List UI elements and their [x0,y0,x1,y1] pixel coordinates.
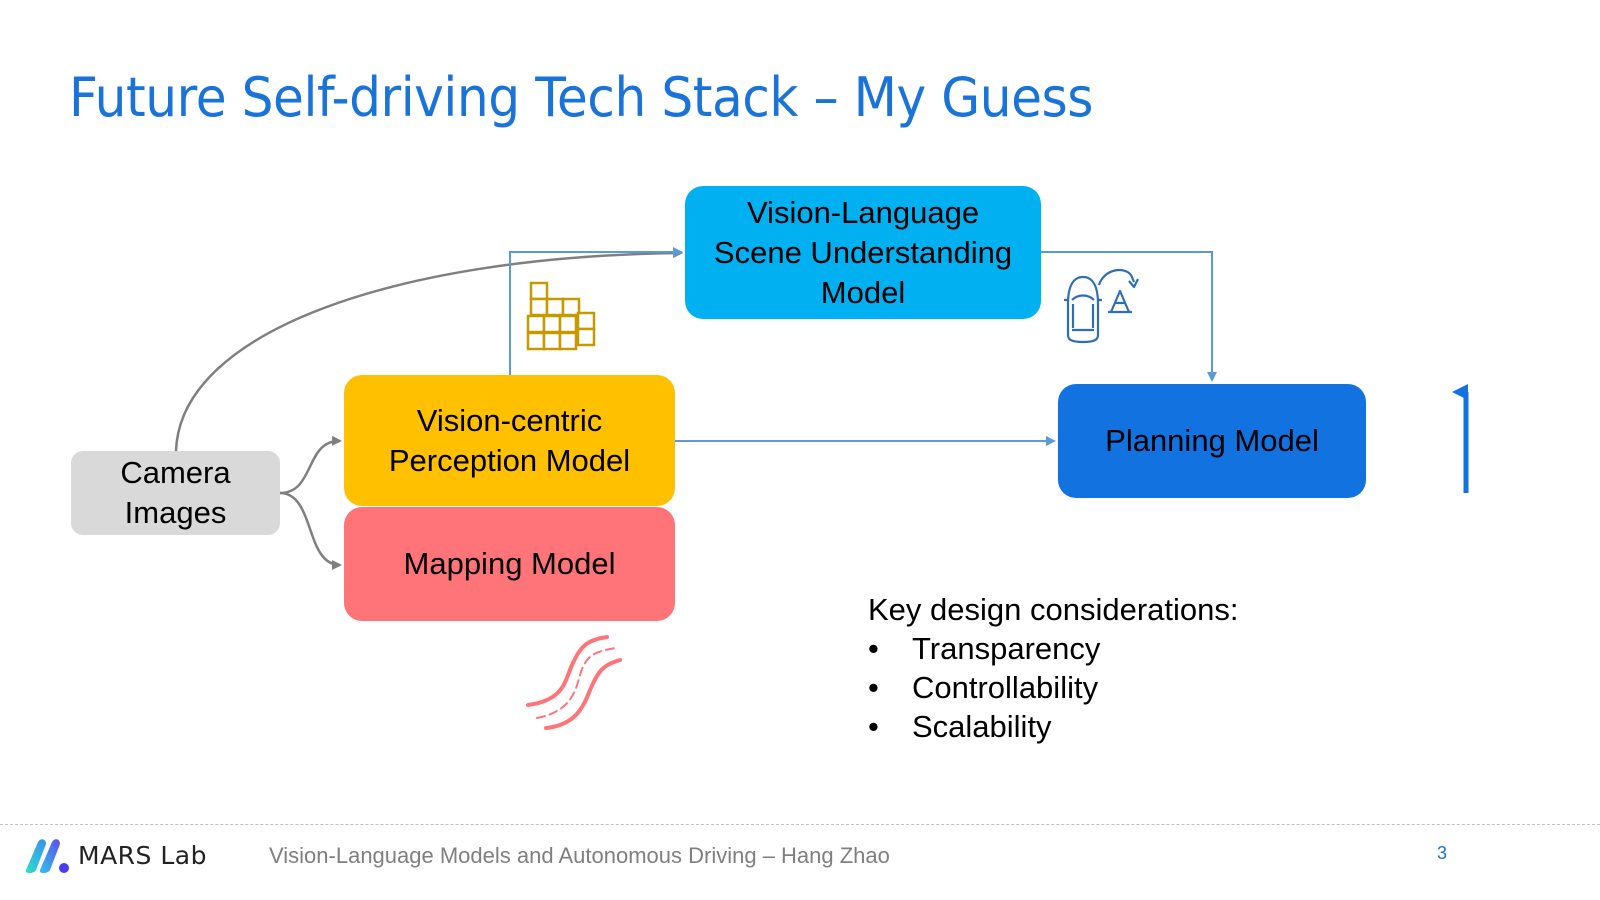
planning-model-node: Planning Model [1058,384,1366,498]
camera-images-label: Camera Images [120,455,231,530]
perception-model-label: Vision-centric Perception Model [388,402,631,478]
car-maneuver-cone-icon [1064,268,1139,344]
perception-model-node: Vision-centric Perception Model [344,375,675,506]
planning-model-label: Planning Model [1105,423,1319,458]
edge-camera-mapping [279,491,342,570]
considerations-heading: Key design considerations: [868,592,1239,627]
bullet-icon: • [868,670,879,705]
page-number: 3 [1437,843,1448,863]
bullet-icon: • [868,631,879,666]
design-considerations: Key design considerations: • Transparency… [868,590,1239,746]
edge-camera-perception [279,435,342,495]
edge-perception-vlm [509,247,683,375]
list-item: • Scalability [868,707,1239,746]
brand-name: MARS Lab [78,840,207,870]
vlm-scene-understanding-node: Vision-Language Scene Understanding Mode… [685,186,1041,319]
occupancy-cubes-icon [526,281,596,351]
vlm-scene-understanding-label: Vision-Language Scene Understanding Mode… [713,194,1013,310]
mars-lab-logo: MARS Lab [24,836,207,874]
list-item: • Transparency [868,629,1239,668]
consideration-text: Controllability [912,670,1099,705]
edge-camera-vlm [174,248,683,452]
consideration-text: Scalability [912,709,1052,744]
consideration-text: Transparency [912,631,1101,666]
footer-divider [0,824,1600,825]
mapping-model-node: Mapping Model [344,507,675,621]
edge-vlm-planning [1041,251,1217,382]
camera-images-node: Camera Images [71,451,280,535]
mapping-model-label: Mapping Model [403,546,616,581]
considerations-list: • Transparency • Controllability • Scalabil… [868,629,1239,746]
list-item: • Controllability [868,668,1239,707]
bullet-icon: • [868,709,879,744]
slide-title: Future Self-driving Tech Stack – My Gues… [69,66,1093,129]
road-lanes-icon [526,635,622,730]
footer-text: Vision-Language Models and Autonomous Dr… [269,843,890,868]
mars-logo-icon [25,839,69,873]
